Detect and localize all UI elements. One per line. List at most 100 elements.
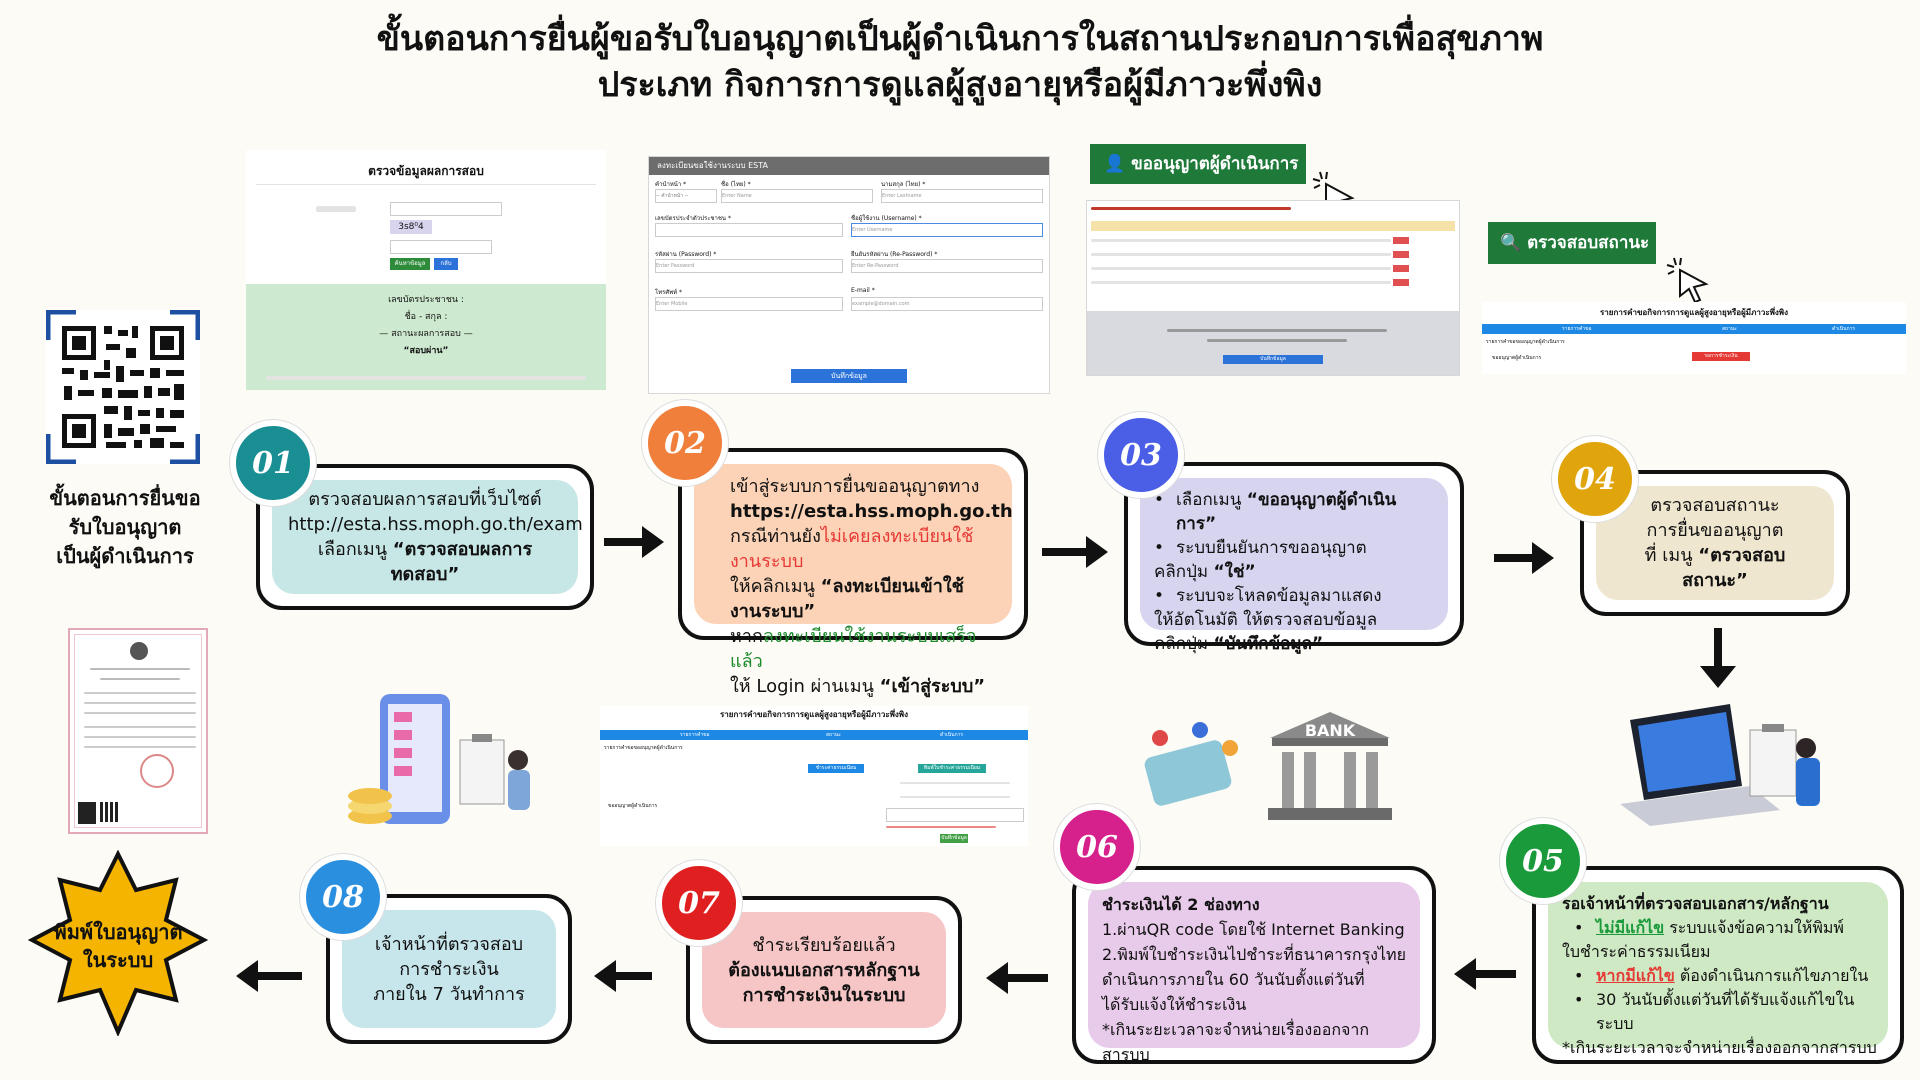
step-text: การชำระเงินในระบบ xyxy=(742,984,906,1006)
step-text: คลิกปุ่ม xyxy=(1154,634,1214,654)
step-text: เลือกเมนู xyxy=(1176,490,1247,510)
step-text: ใบชำระค่าธรรมเนียม xyxy=(1562,942,1711,961)
step-08-badge: 08 xyxy=(300,854,386,940)
arrow-right-icon xyxy=(604,526,664,558)
step-text: “ขออนุญาตผู้ดำเนินการ” xyxy=(1176,490,1397,534)
screenshot-exam-result: ตรวจข้อมูลผลการสอบ 3s8⁰4 ค้นหาข้อมูล กลั… xyxy=(246,150,606,390)
mobile-input[interactable]: Enter Mobile xyxy=(655,297,843,311)
step-text: ที่ เมนู xyxy=(1644,545,1699,566)
step-text: “ตรวจสอบสถานะ” xyxy=(1682,545,1786,591)
col-header: สถานะ xyxy=(826,732,841,738)
payment-save-button[interactable]: บันทึกข้อมูล xyxy=(940,834,968,843)
step-text: ลงทะเบียนใช้งานระบบเสร็จแล้ว xyxy=(730,626,977,672)
screenshot-status: รายการคำขอกิจการการดูแลผู้สูงอายุหรือผู้… xyxy=(1482,302,1906,374)
final-star-line: ในระบบ xyxy=(82,948,154,972)
page-title: ขั้นตอนการยื่นผู้ขอรับใบอนุญาตเป็นผู้ดำเ… xyxy=(376,19,1544,59)
status-heading: รายการคำขอกิจการการดูแลผู้สูงอายุหรือผู้… xyxy=(1600,308,1788,317)
step-04-text: ตรวจสอบสถานะ การยื่นขออนุญาต ที่ เมนู “ต… xyxy=(1596,486,1834,600)
back-button[interactable]: กลับ xyxy=(434,258,458,270)
id-card-input[interactable] xyxy=(655,223,843,237)
step-05-text: รอเจ้าหน้าที่ตรวจสอบเอกสาร/หลักฐาน •ไม่ม… xyxy=(1548,882,1888,1057)
step-03-card: •เลือกเมนู “ขออนุญาตผู้ดำเนินการ” •ระบบย… xyxy=(1124,462,1464,654)
field-label: ชื่อ (ไทย) * xyxy=(721,181,751,188)
result-id-label: เลขบัตรประชาชน : xyxy=(388,295,464,305)
print-payment-button[interactable]: พิมพ์ใบชำระค่าธรรมเนียม xyxy=(918,764,986,773)
step-03-text: •เลือกเมนู “ขออนุญาตผู้ดำเนินการ” •ระบบย… xyxy=(1140,478,1448,654)
step-text: การยื่นขออนุญาต xyxy=(1646,520,1784,541)
check-status-button[interactable]: 🔍 ตรวจสอบสถานะ xyxy=(1488,222,1656,264)
screenshot-register: ลงทะเบียนขอใช้งานระบบ ESTA คำนำหน้า * ชื… xyxy=(648,156,1050,394)
exam-result-panel: เลขบัตรประชาชน : ชื่อ - สกุล : — สถานะผล… xyxy=(246,284,606,390)
payment-heading: รายการคำขอกิจการการดูแลผู้สูงอายุหรือผู้… xyxy=(720,710,908,719)
step-text: หาก xyxy=(730,626,763,647)
status-table-header: รายการคำขอ สถานะ ดำเนินการ xyxy=(1482,324,1906,334)
qr-caption-line: เป็นผู้ดำเนินการ xyxy=(56,544,194,568)
step-05-card: รอเจ้าหน้าที่ตรวจสอบเอกสาร/หลักฐาน •ไม่ม… xyxy=(1532,866,1904,1064)
step-text: กรณีท่านยัง xyxy=(730,526,821,547)
step-text: เลือกเมนู xyxy=(317,539,393,560)
result-name-label: ชื่อ - สกุล : xyxy=(404,312,448,322)
step-text: *เกินระยะเวลาจะจำหน่ายเรื่องออกจากสารบบ xyxy=(1562,1038,1877,1057)
step-text: ไม่มีแก้ไข xyxy=(1596,918,1665,937)
apply-operator-button[interactable]: 👤 ขออนุญาตผู้ดำเนินการ xyxy=(1090,144,1306,184)
status-badge: รอการชำระเงิน xyxy=(1692,352,1750,361)
col-header: ดำเนินการ xyxy=(1832,326,1856,332)
username-input[interactable]: Enter Username xyxy=(851,223,1043,237)
step-text: ได้รับแจ้งให้ชำระเงิน xyxy=(1102,995,1247,1014)
arrow-left-icon xyxy=(986,962,1048,994)
field-label: รหัสผ่าน (Password) * xyxy=(655,251,717,258)
password-input[interactable]: Enter Password xyxy=(655,259,843,273)
step-04-card: ตรวจสอบสถานะ การยื่นขออนุญาต ที่ เมนู “ต… xyxy=(1580,470,1850,616)
pay-fee-button[interactable]: ชำระค่าธรรมเนียม xyxy=(808,764,864,773)
step-text: ต้องแนบเอกสารหลักฐาน xyxy=(728,959,920,981)
apply-operator-label: ขออนุญาตผู้ดำเนินการ xyxy=(1131,154,1299,174)
payment-row: ขออนุญาตผู้ดำเนินการ xyxy=(608,803,658,809)
step-text: *เกินระยะเวลาจะจำหน่ายเรื่องออกจากสารบบ xyxy=(1102,1020,1370,1064)
user-icon: 👤 xyxy=(1104,154,1132,174)
step-02-card: เข้าสู่ระบบการยื่นขออนุญาตทาง https://es… xyxy=(678,448,1028,697)
col-header: รายการคำขอ xyxy=(680,732,710,738)
step-text: คลิกปุ่ม xyxy=(1154,562,1214,582)
lastname-input[interactable]: Enter Lastname xyxy=(881,189,1043,203)
step-text: “ใช่” xyxy=(1213,562,1256,582)
payment-group: รายการคำขอขออนุญาตผู้ดำเนินการ xyxy=(604,745,683,751)
field-label: E-mail * xyxy=(851,287,875,294)
arrow-right-icon xyxy=(1042,536,1108,568)
step-text: http://esta.hss.moph.go.th/exam xyxy=(288,514,583,535)
step-text: ต้องดำเนินการแก้ไขภายใน xyxy=(1674,966,1869,985)
captcha-image: 3s8⁰4 xyxy=(390,220,432,234)
step-text: การชำระเงิน xyxy=(399,958,499,980)
arrow-left-icon xyxy=(236,960,302,992)
search-icon: 🔍 xyxy=(1500,233,1528,253)
step-text: ชำระเรียบร้อยแล้ว xyxy=(752,934,896,956)
step-03-badge: 03 xyxy=(1098,412,1184,498)
field-label: คำนำหน้า * xyxy=(655,181,687,188)
step-text: “ตรวจสอบผลการทดสอบ” xyxy=(390,539,533,585)
step-05-badge: 05 xyxy=(1500,818,1586,904)
title-select[interactable]: -- คำนำหน้า -- xyxy=(655,189,717,203)
step-text: ตรวจสอบผลการสอบที่เว็บไซต์ xyxy=(308,489,542,510)
license-document-image xyxy=(68,628,208,834)
qr-caption-line: รับใบอนุญาต xyxy=(68,515,182,539)
register-header: ลงทะเบียนขอใช้งานระบบ ESTA xyxy=(649,157,1049,175)
bank-label: BANK xyxy=(1305,721,1356,740)
status-group: รายการคำขอขออนุญาตผู้ดำเนินการ xyxy=(1486,339,1565,345)
apply-confirm-button[interactable]: บันทึกข้อมูล xyxy=(1223,355,1323,364)
cursor-icon xyxy=(1666,257,1709,304)
payment-table-header: รายการคำขอ สถานะ ดำเนินการ xyxy=(600,730,1028,740)
search-button[interactable]: ค้นหาข้อมูล xyxy=(390,258,430,270)
field-label: เลขบัตรประจำตัวประชาชน * xyxy=(655,215,731,222)
name-input[interactable]: Enter Name xyxy=(721,189,873,203)
field-label: นามสกุล (ไทย) * xyxy=(881,181,926,188)
qr-caption-line: ขั้นตอนการยื่นขอ xyxy=(49,486,201,510)
field-label: โทรศัพท์ * xyxy=(655,289,683,296)
arrow-left-icon xyxy=(594,960,652,992)
step-text: ให้ Login ผ่านเมนู xyxy=(730,676,880,697)
repassword-input[interactable]: Enter Re-Password xyxy=(851,259,1043,273)
final-star-text: พิมพ์ใบอนุญาต ในระบบ xyxy=(28,918,208,974)
step-text: รอเจ้าหน้าที่ตรวจสอบเอกสาร/หลักฐาน xyxy=(1562,894,1829,913)
email-input[interactable]: example@domain.com xyxy=(851,297,1043,311)
step-02-badge: 02 xyxy=(642,400,728,486)
register-submit-button[interactable]: บันทึกข้อมูล xyxy=(791,369,907,383)
qr-code xyxy=(46,310,200,464)
